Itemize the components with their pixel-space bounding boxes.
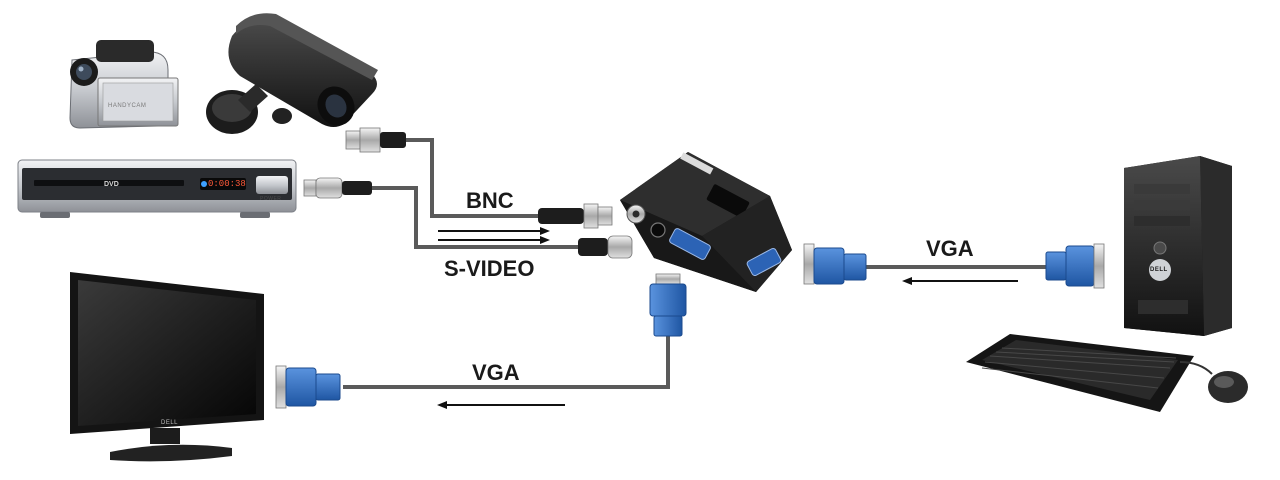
vga-out-cable	[343, 336, 670, 389]
vga-connector-converter-in	[803, 243, 867, 285]
converter-box	[620, 152, 792, 292]
vga-connector-converter-out	[649, 273, 687, 337]
pc-tower	[1124, 156, 1232, 336]
vga-label-left: VGA	[472, 360, 520, 385]
svideo-connector-converter	[578, 235, 633, 259]
svideo-connector-dvd	[303, 177, 372, 199]
arrows	[437, 227, 1018, 409]
dvd-player	[17, 159, 297, 218]
svideo-cable	[372, 186, 590, 249]
camcorder-brand: HANDYCAM	[108, 103, 147, 109]
vga-connector-pc	[1045, 243, 1105, 289]
monitor-brand: DELL	[161, 420, 179, 426]
pc-brand: DELL	[1150, 267, 1168, 273]
vent-grille	[706, 184, 750, 218]
bnc-connector-camera	[345, 127, 406, 153]
vga-connector-monitor	[275, 365, 341, 409]
dvd-clock: 0:00:38	[208, 179, 246, 189]
bnc-label: BNC	[466, 188, 514, 213]
keyboard	[966, 334, 1194, 412]
vga-label-right: VGA	[926, 236, 974, 261]
mouse	[1179, 361, 1248, 403]
dvd-badge: DVD	[104, 181, 119, 188]
camcorder	[69, 40, 179, 129]
svideo-label: S-VIDEO	[444, 256, 535, 281]
bnc-cable	[405, 138, 540, 218]
cables	[343, 138, 1046, 389]
dvd-power-label: POWER	[260, 196, 282, 202]
lcd-monitor	[70, 272, 264, 462]
bnc-connector-converter	[538, 203, 613, 229]
cctv-camera	[206, 13, 378, 134]
